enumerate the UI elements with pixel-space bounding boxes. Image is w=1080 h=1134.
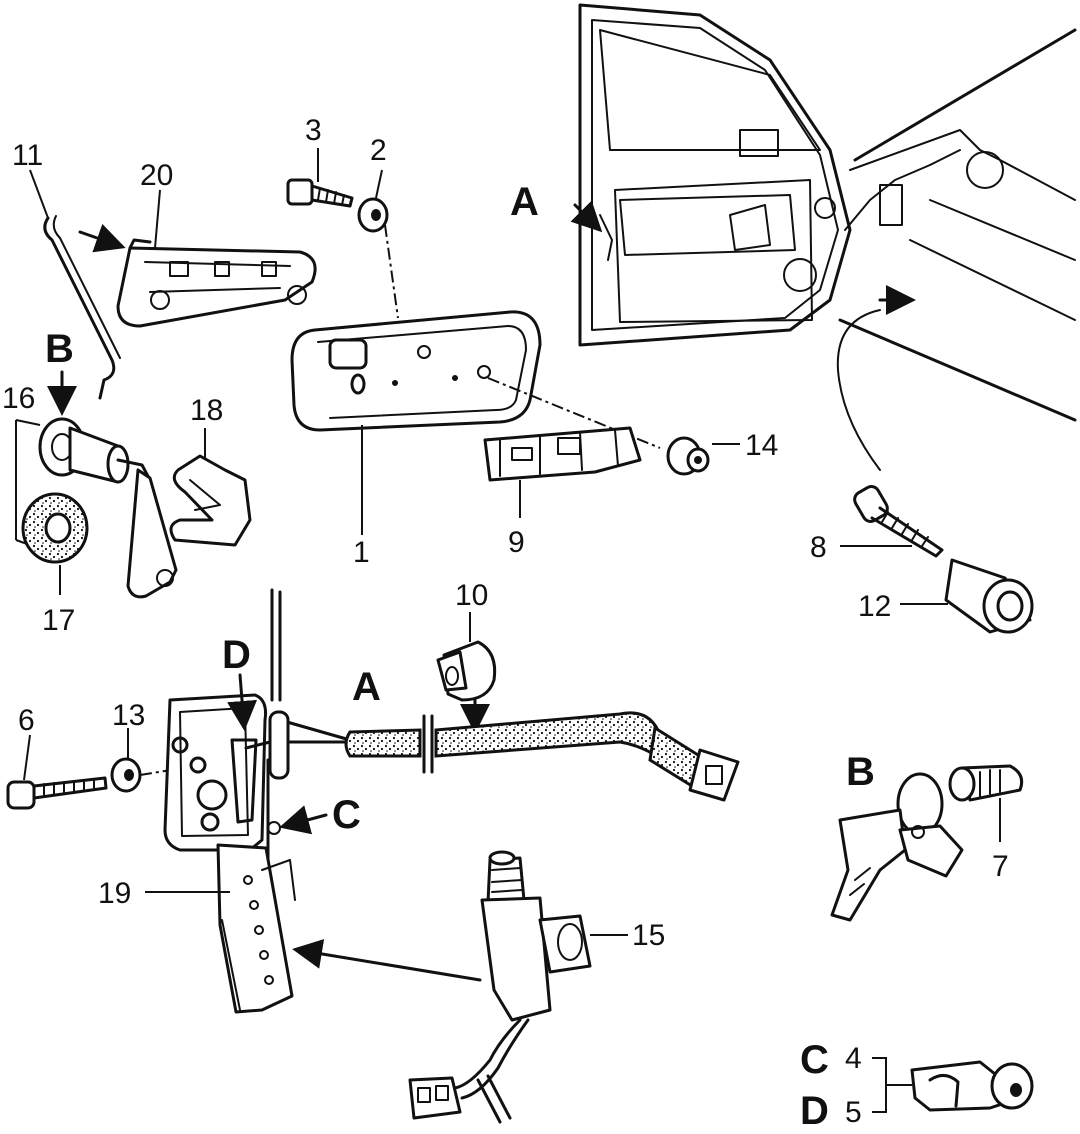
arrow-d-latch [227, 673, 258, 731]
label-d-legend: D [800, 1089, 829, 1133]
part-12-bushing [944, 558, 1034, 634]
leader-11 [29, 169, 49, 219]
callout-12: 12 [858, 590, 891, 623]
part-7-cylinder-keys [830, 764, 1024, 922]
callout-14: 14 [745, 429, 778, 462]
leader-20 [154, 189, 161, 249]
part-4-5-clip [910, 1060, 1034, 1112]
part-18-clip [169, 454, 252, 547]
callout-6: 6 [18, 704, 35, 737]
part-9-bracket [483, 426, 642, 482]
callout-1: 1 [353, 536, 370, 569]
callout-15: 15 [632, 919, 665, 952]
label-d-latch: D [222, 633, 251, 677]
legend-bracket [872, 1057, 912, 1113]
part-1-handle [290, 310, 542, 432]
leader-6 [23, 734, 31, 781]
arrow-15-to-19 [292, 939, 482, 982]
label-b-right: B [846, 750, 875, 794]
part-15-actuator [408, 850, 592, 1124]
assembly-line-2 [384, 224, 399, 319]
part-a-rod-sleeve [286, 711, 740, 802]
part-13-washer [110, 757, 142, 793]
vehicle-door-view [570, 3, 1077, 471]
callout-13: 13 [112, 699, 145, 732]
part-latch-assembly [163, 588, 352, 872]
callout-2: 2 [370, 134, 387, 167]
label-c-latch: C [332, 793, 361, 837]
callout-19: 19 [98, 877, 131, 910]
callout-9: 9 [508, 526, 525, 559]
callout-7: 7 [992, 850, 1009, 883]
callout-3: 3 [305, 114, 322, 147]
callout-20: 20 [140, 159, 173, 192]
leader-2 [375, 169, 383, 199]
callout-16: 16 [2, 382, 35, 415]
callout-10: 10 [455, 579, 488, 612]
part-20-bracket [116, 238, 317, 328]
part-2-washer [357, 197, 389, 233]
part-16-lock-lever [38, 417, 178, 599]
part-6-screw [6, 776, 108, 810]
arrow-c-latch [279, 805, 328, 835]
arrow-11-to-20 [78, 223, 126, 253]
part-3-screw [286, 178, 354, 208]
callout-4: 4 [845, 1042, 862, 1075]
part-8-screw [853, 485, 944, 558]
callout-5: 5 [845, 1096, 862, 1129]
part-14-nut [666, 436, 710, 476]
label-b-left: B [45, 327, 74, 371]
part-11-rod [43, 215, 121, 400]
label-c-legend: C [800, 1038, 829, 1082]
part-19-bracket [216, 843, 296, 1014]
callout-11: 11 [12, 139, 43, 172]
label-a-rod: A [352, 665, 381, 709]
callout-18: 18 [190, 394, 223, 427]
label-a-door: A [510, 180, 539, 224]
part-10-clip [436, 640, 497, 702]
part-17-seal [21, 492, 89, 564]
callout-17: 17 [42, 604, 75, 637]
callout-8: 8 [810, 531, 827, 564]
